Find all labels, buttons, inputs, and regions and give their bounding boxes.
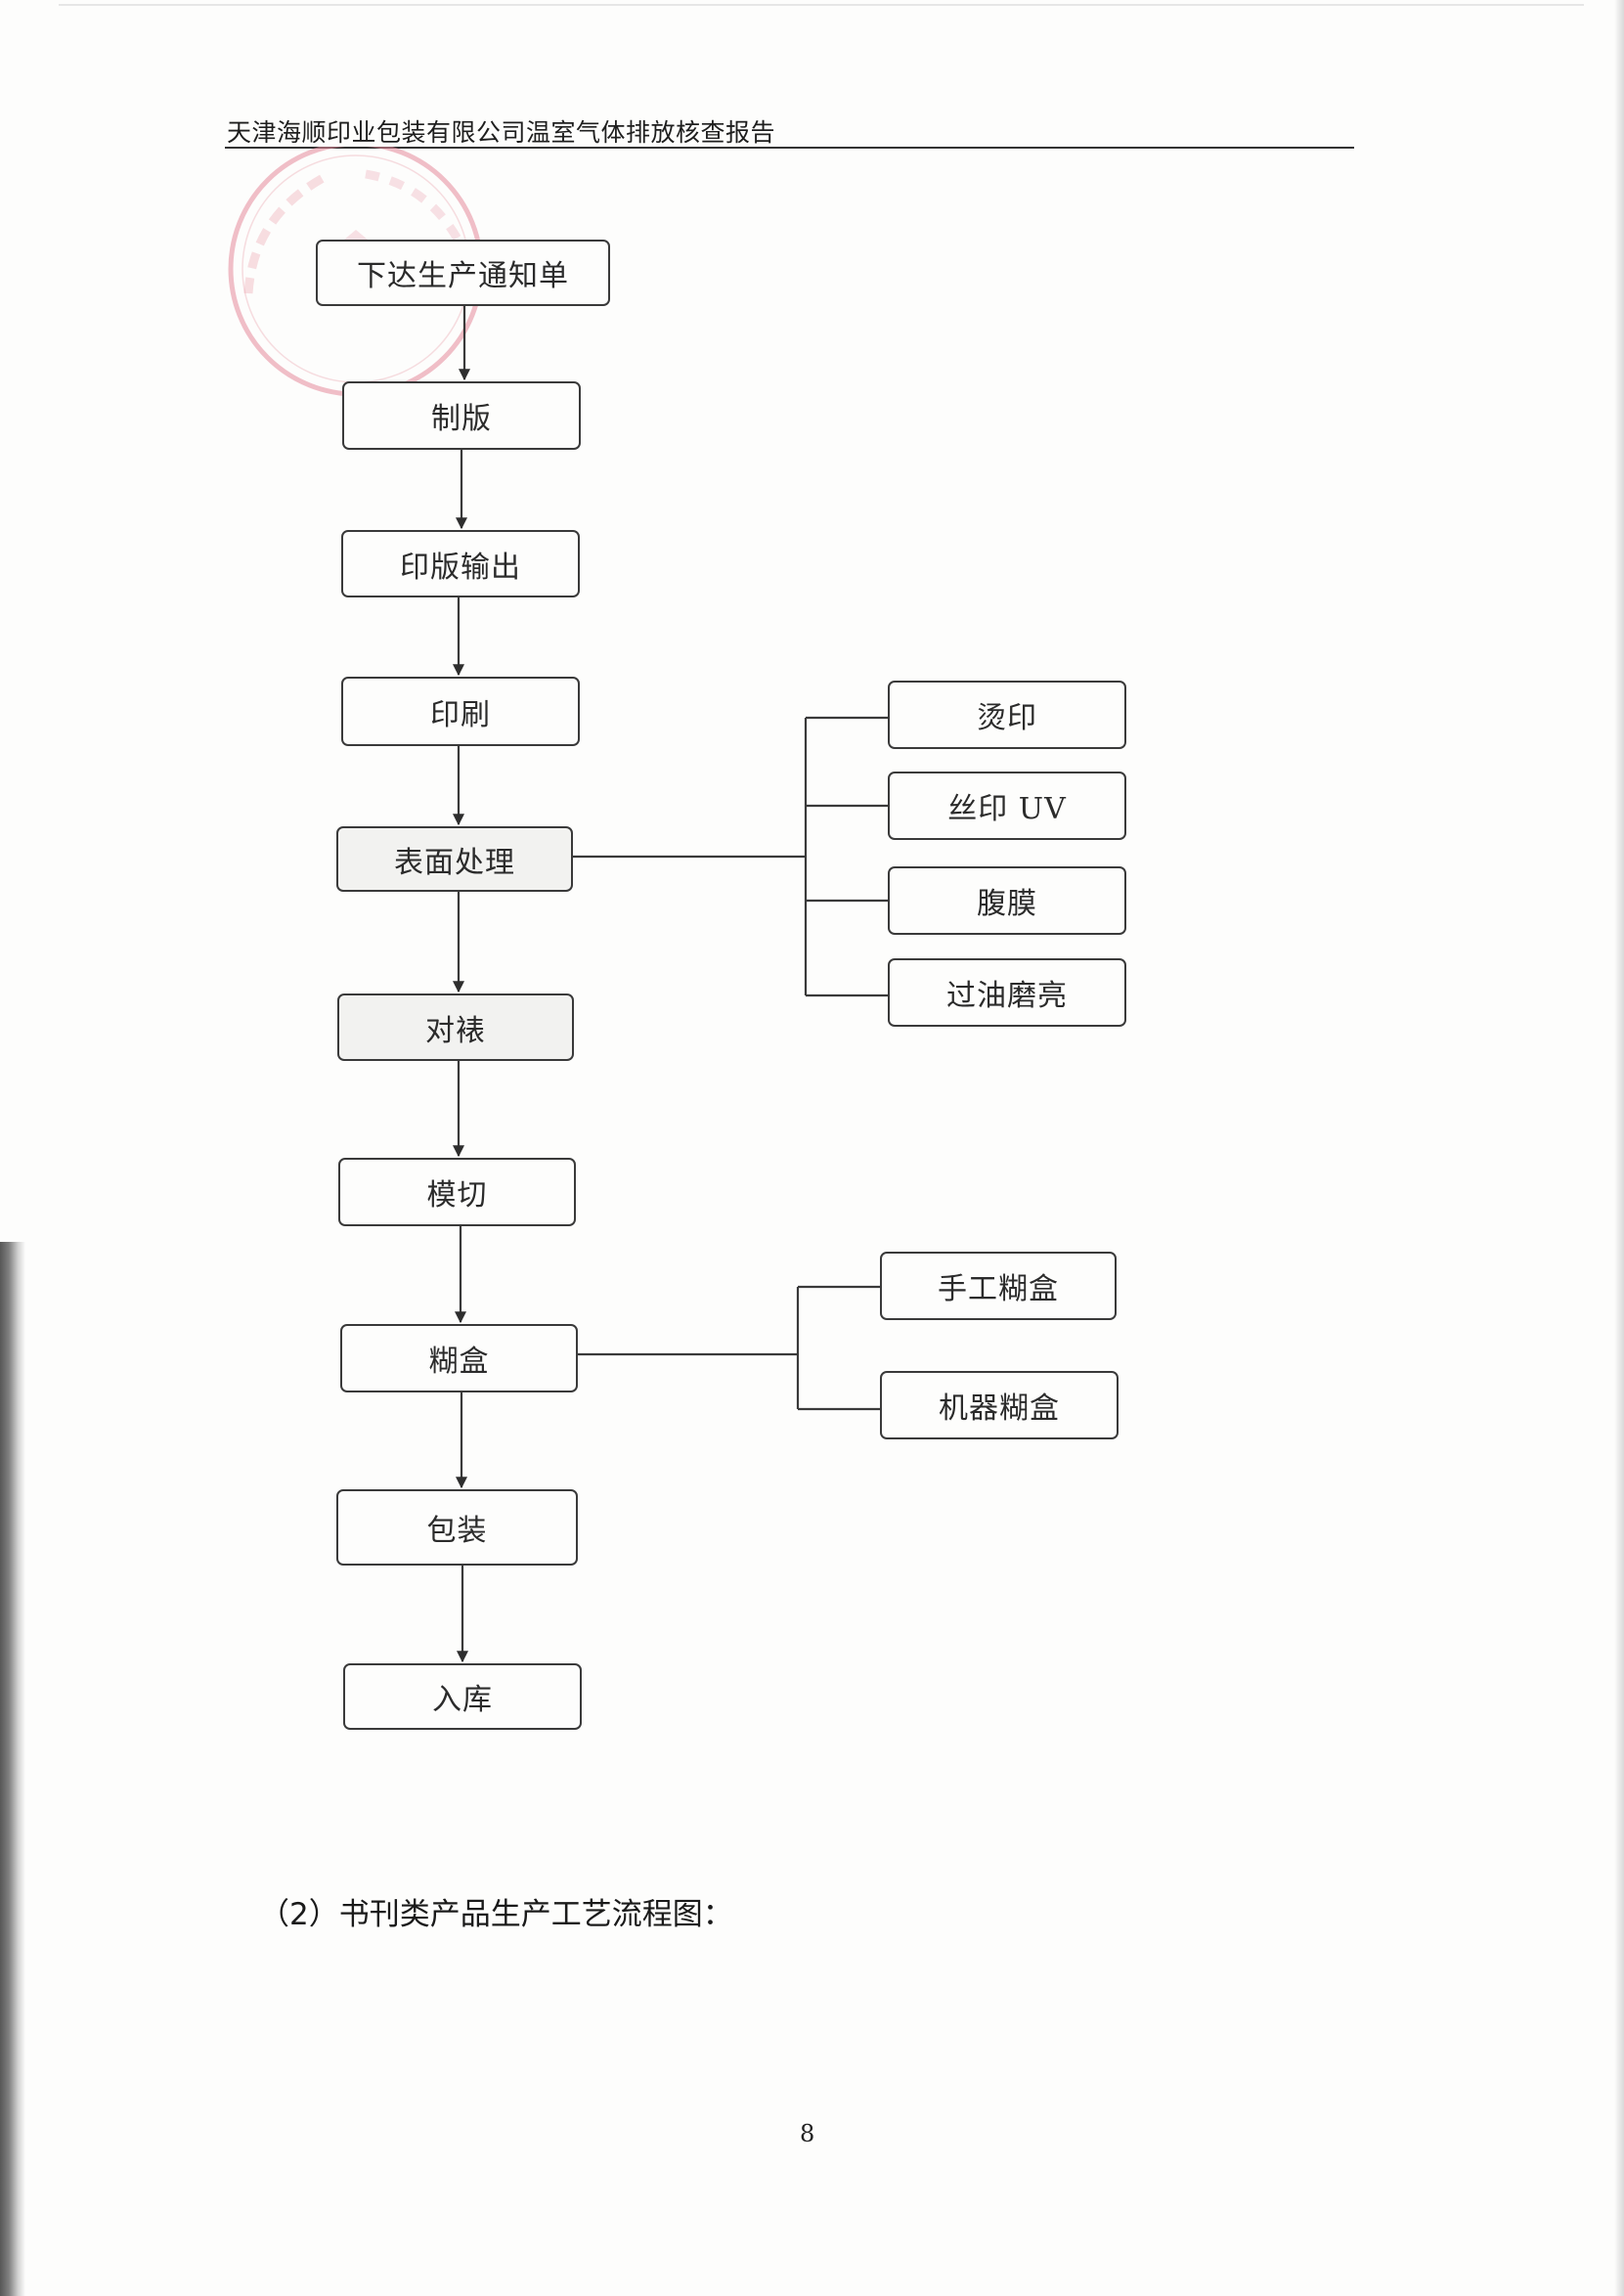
step-surface-treatment: 表面处理: [336, 826, 573, 892]
step-packaging: 包装: [336, 1489, 578, 1566]
option-varnish-polishing: 过油磨亮: [888, 958, 1126, 1027]
step-laminating: 对裱: [337, 993, 574, 1061]
step-printing: 印刷: [341, 677, 580, 746]
step-plate-making: 制版: [342, 381, 581, 450]
step-warehousing: 入库: [343, 1663, 582, 1730]
option-silkscreen-uv: 丝印 UV: [888, 772, 1126, 840]
option-hot-stamping: 烫印: [888, 681, 1126, 749]
section-caption: （2）书刊类产品生产工艺流程图：: [259, 1897, 733, 1932]
page-number: 8: [800, 2120, 815, 2147]
option-machine-gluing: 机器糊盒: [880, 1371, 1119, 1439]
top-scan-line: [59, 4, 1584, 6]
step-die-cutting: 模切: [338, 1158, 576, 1226]
scan-shadow-right: [1614, 0, 1624, 2296]
option-manual-gluing: 手工糊盒: [880, 1252, 1117, 1320]
report-header-title: 天津海顺印业包装有限公司温室气体排放核查报告: [227, 118, 776, 147]
step-box-gluing: 糊盒: [340, 1324, 578, 1392]
step-issue-production-notice: 下达生产通知单: [316, 240, 610, 306]
step-plate-output: 印版输出: [341, 530, 580, 597]
option-film-coating: 腹膜: [888, 866, 1126, 935]
scan-shadow-left: [0, 1242, 25, 2296]
header-rule: [225, 147, 1354, 149]
